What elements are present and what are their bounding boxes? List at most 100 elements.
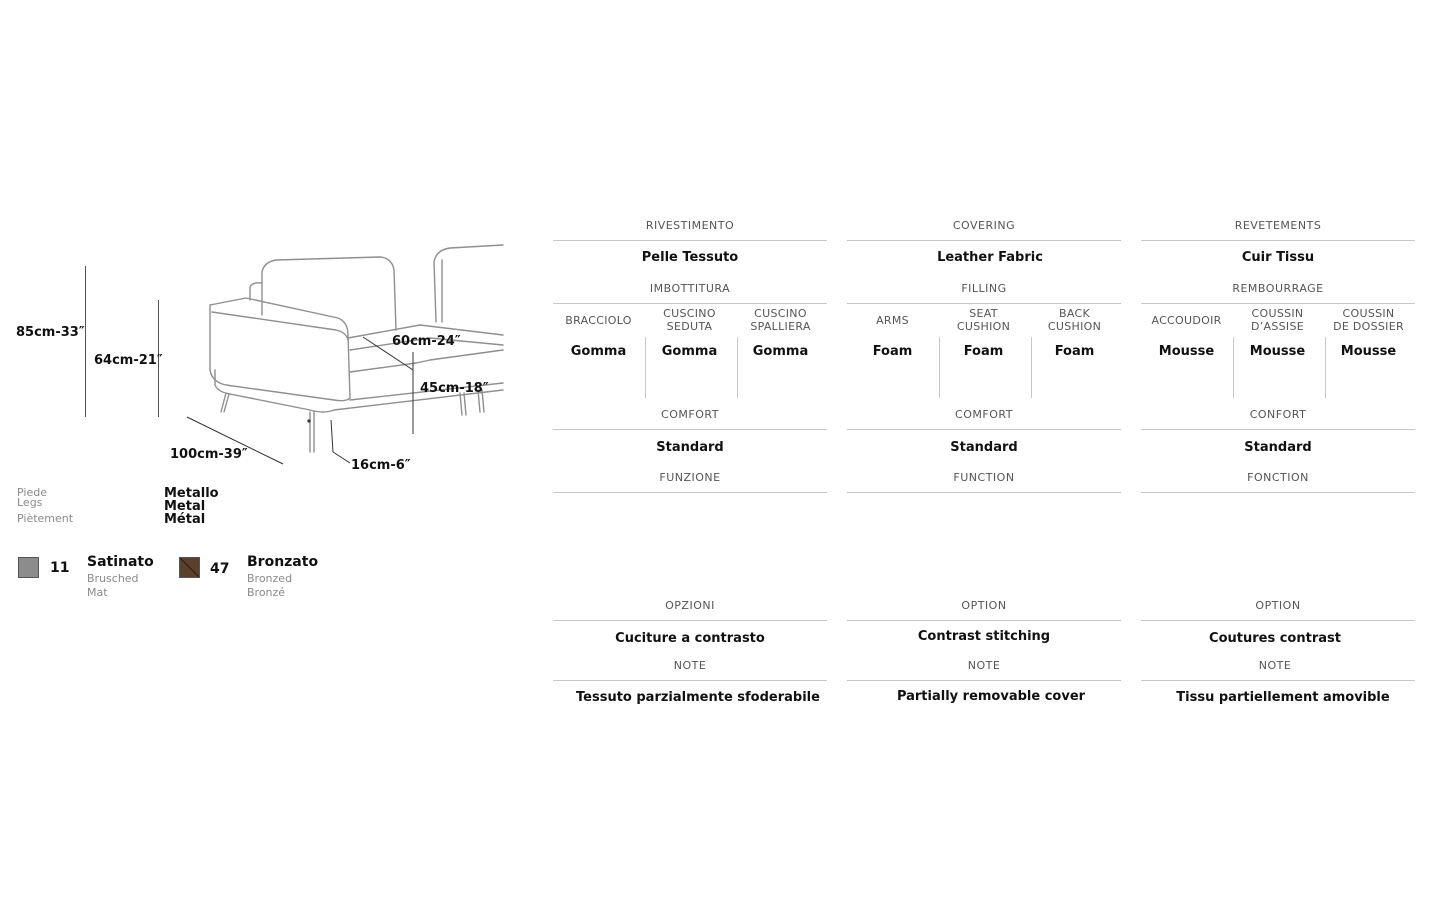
divider [553,303,827,304]
finish-name-en: Bronzed [247,572,293,585]
filling-separator [645,337,646,398]
finish-code: 11 [50,560,70,576]
filling-value: Foam [872,344,913,359]
divider [847,680,1121,681]
covering-value: Pelle Tessuto [641,250,739,265]
filling-separator [939,337,940,398]
filling-value: Mousse [1158,344,1215,359]
filling-label: ARMS [876,314,909,327]
function-title: FONCTION [1247,471,1309,484]
filling-label: CUSCINO SPALLIERA [750,307,811,333]
finish-text: Satinato Brusched Mat [87,554,154,600]
legs-material-en: Metal [164,499,206,514]
option-value: Coutures contrast [1209,631,1341,646]
finish-text: Bronzato Bronzed Bronzé [247,554,319,600]
dimension-width: 100cm-39″ [170,447,248,462]
covering-title: REVETEMENTS [1234,219,1322,232]
legs-material-fr: Métal [164,512,206,527]
covering-value: Cuir Tissu [1241,250,1315,265]
filling-label: SEAT CUSHION [956,307,1011,333]
finish-swatch-satinato [18,557,39,578]
filling-label: BRACCIOLO [565,314,632,327]
comfort-title: COMFORT [955,408,1013,421]
swatch-diagonal-icon [180,558,199,577]
filling-separator [1325,337,1326,398]
comfort-value: Standard [656,440,724,455]
function-title: FUNZIONE [659,471,721,484]
divider [1141,680,1415,681]
comfort-value: Standard [1244,440,1312,455]
filling-separator [1031,337,1032,398]
finish-name: Satinato [87,554,154,570]
dimension-seat-height: 45cm-18″ [420,381,489,396]
divider [847,240,1121,241]
note-title: NOTE [1258,659,1292,672]
note-value: Tissu partiellement amovible [1176,690,1390,705]
divider [553,240,827,241]
filling-value: Gomma [661,344,718,359]
filling-value: Mousse [1340,344,1397,359]
legs-label: Piede Legs Piètement [17,486,137,525]
note-title: NOTE [673,659,707,672]
option-title: OPZIONI [665,599,715,612]
divider [553,620,827,621]
filling-value: Mousse [1249,344,1306,359]
comfort-title: COMFORT [661,408,719,421]
filling-label: BACK CUSHION [1047,307,1102,333]
height-total-line [85,266,86,417]
comfort-title: CONFORT [1249,408,1307,421]
sofa-drawing [186,244,504,465]
legs-label-it: Piede [17,486,47,499]
spec-column-it: RIVESTIMENTO Pelle Tessuto IMBOTTITURA B… [553,0,827,900]
function-title: FUNCTION [953,471,1015,484]
option-value: Contrast stitching [917,629,1051,644]
note-value: Partially removable cover [896,689,1086,704]
divider [1141,429,1415,430]
divider [1141,620,1415,621]
divider [847,429,1121,430]
divider [553,680,827,681]
filling-title: REMBOURRAGE [1232,282,1324,295]
legs-material: Metallo Metal Métal [164,487,284,526]
filling-label: CUSCINO SEDUTA [663,307,716,333]
filling-label: COUSSIN D’ASSISE [1250,307,1305,333]
dimension-leg-height: 16cm-6″ [351,458,411,473]
filling-value: Foam [1054,344,1095,359]
divider [1141,492,1415,493]
finish-code: 47 [210,561,230,577]
covering-title: RIVESTIMENTO [645,219,735,232]
filling-separator [1233,337,1234,398]
height-arm-line [158,300,159,417]
divider [847,620,1121,621]
dimension-height-arm: 64cm-21″ [94,353,163,368]
filling-value: Gomma [752,344,809,359]
filling-value: Foam [963,344,1004,359]
divider [553,492,827,493]
divider [1141,240,1415,241]
dimension-seat-depth: 60cm-24″ [392,334,461,349]
filling-value: Gomma [570,344,627,359]
comfort-value: Standard [950,440,1018,455]
filling-title: IMBOTTITURA [649,282,731,295]
finish-name: Bronzato [247,554,319,570]
legs-label-fr: Piètement [17,512,74,525]
legs-material-it: Metallo [164,486,219,501]
finish-swatch-bronzato [179,557,200,578]
finish-name-fr: Mat [87,586,108,599]
divider [553,429,827,430]
divider [1141,303,1415,304]
option-value: Cuciture a contrasto [615,631,765,646]
finish-name-fr: Bronzé [247,586,286,599]
option-title: OPTION [1255,599,1301,612]
spec-column-fr: REVETEMENTS Cuir Tissu REMBOURRAGE ACCOU… [1141,0,1415,900]
divider [847,492,1121,493]
divider [847,303,1121,304]
spec-column-en: COVERING Leather Fabric FILLING ARMS SEA… [847,0,1121,900]
finish-name-en: Brusched [87,572,139,585]
covering-value: Leather Fabric [937,250,1043,265]
note-value: Tessuto parzialmente sfoderabile [576,690,820,705]
filling-label: ACCOUDOIR [1151,314,1222,327]
option-title: OPTION [961,599,1007,612]
dimension-height-total: 85cm-33″ [16,325,85,340]
filling-title: FILLING [961,282,1007,295]
